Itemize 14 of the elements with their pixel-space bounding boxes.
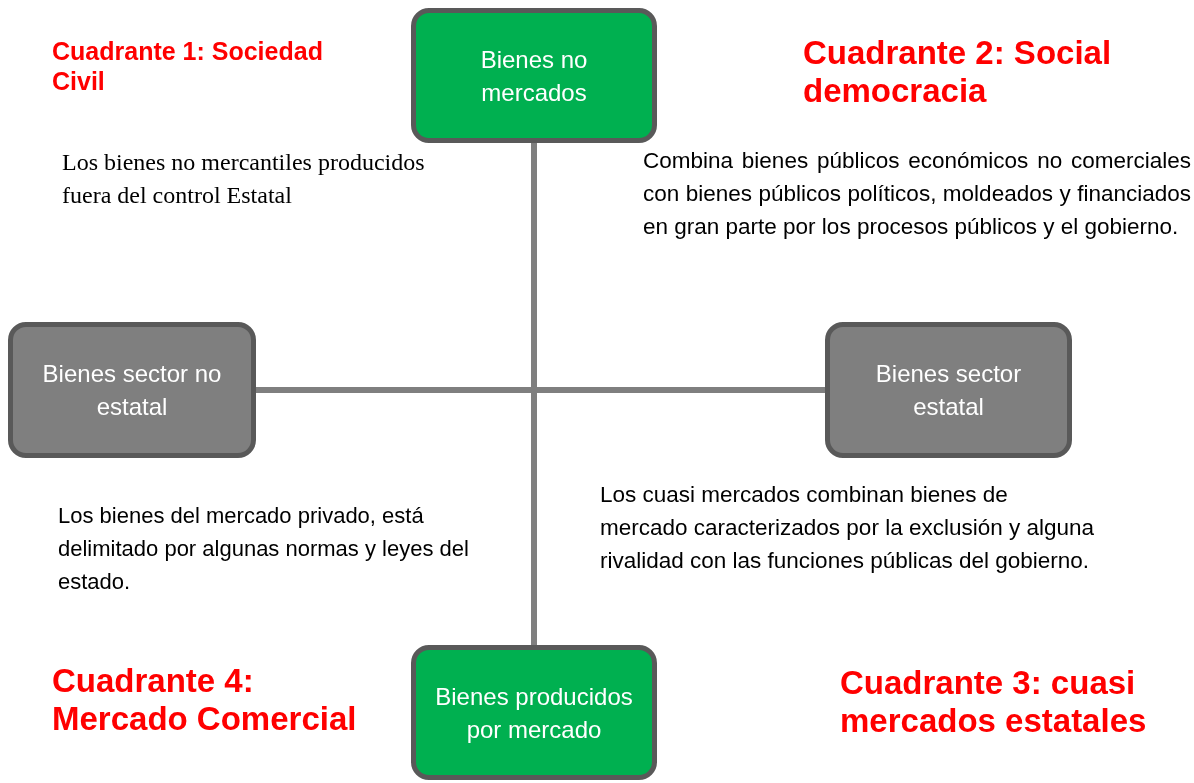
connector-line bbox=[531, 143, 537, 645]
quadrant-heading: Cuadrante 4: Mercado Comercial bbox=[52, 662, 358, 738]
category-box: Bienes sector estatal bbox=[825, 322, 1072, 458]
connector-line bbox=[256, 387, 825, 393]
category-box: Bienes sector no estatal bbox=[8, 322, 256, 458]
description-text: Los bienes del mercado privado, está delimitado por algunas normas y leyes del estado. bbox=[58, 502, 470, 596]
quadrant-heading: Cuadrante 1: Sociedad Civil bbox=[52, 36, 324, 96]
category-box: Bienes no mercados bbox=[411, 8, 657, 143]
quadrant-heading: Cuadrante 3: cuasi mercados estatales bbox=[840, 664, 1148, 740]
description-text: Los bienes no mercantiles producidos fuera del control Estatal bbox=[62, 148, 426, 210]
description-text: Combina bienes públicos económicos no comerciales con bienes públicos políticos, moldeados y financiados en gran parte por los procesos públicos y el gobierno. bbox=[643, 147, 1191, 241]
category-box: Bienes producidos por mercado bbox=[411, 645, 657, 780]
quadrant-heading: Cuadrante 2: Social democracia bbox=[803, 34, 1113, 110]
description-text: Los cuasi mercados combinan bienes de mercado caracterizados por la exclusión y alguna rivalidad con las funciones públicas del gobierno. bbox=[600, 481, 1095, 575]
